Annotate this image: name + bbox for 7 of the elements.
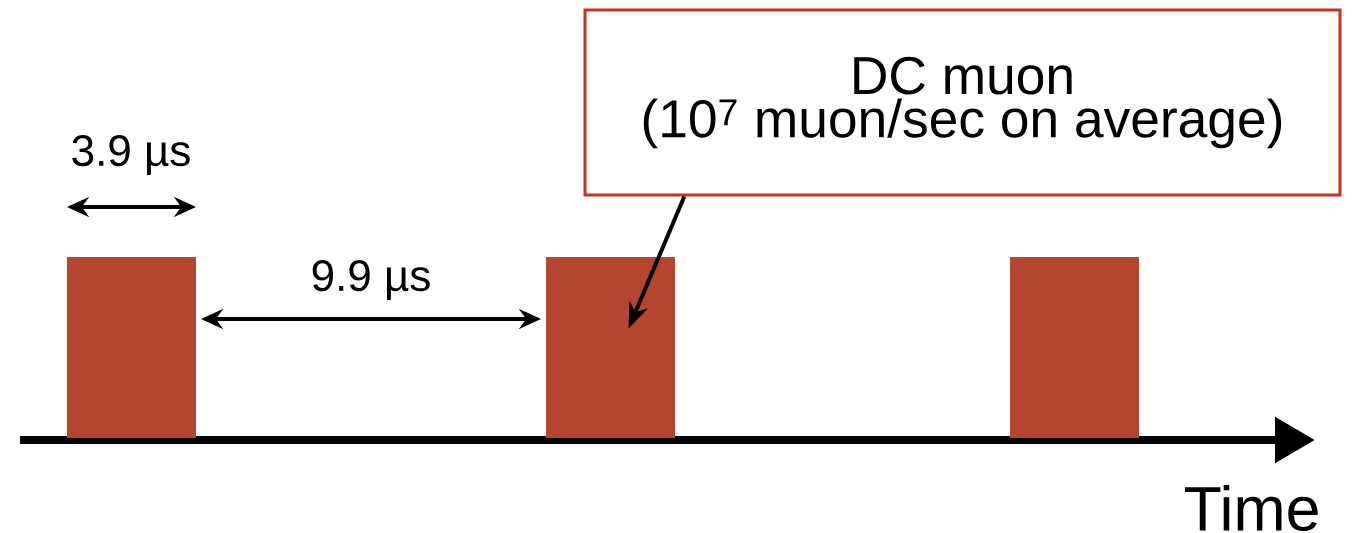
pulse-bar	[1010, 257, 1139, 438]
pulse-bar	[67, 257, 196, 438]
dimension-label: 3.9 µs	[72, 135, 190, 175]
dimension-label: 9.9 µs	[312, 260, 430, 300]
pulse-bar	[546, 257, 675, 438]
axis-label: Time	[1184, 485, 1318, 531]
callout-box: DC muon (10$^{7}$ muon/sec on average)	[583, 8, 1342, 197]
